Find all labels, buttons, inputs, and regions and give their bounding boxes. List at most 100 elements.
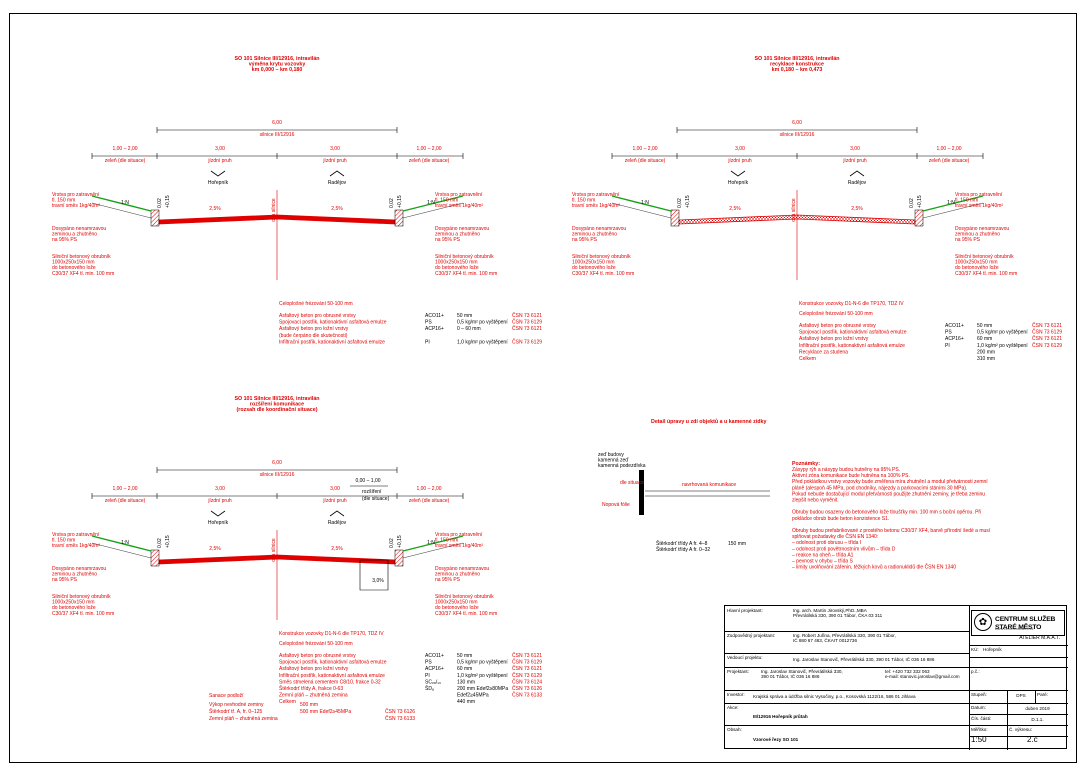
layer-standard: ČSN 73 6129 — [1032, 329, 1062, 336]
dim-label: zeleň (dle situace) — [929, 158, 970, 164]
topsoil-right — [402, 195, 464, 212]
chevron-up-icon — [329, 170, 345, 177]
topsoil-label: travní směs 1kg/40m² — [572, 203, 620, 209]
slope-right-line — [922, 202, 984, 219]
curb-label: C30/37 XF4 tl. min. 100 mm — [435, 611, 497, 617]
layer-thickness: 60 mm — [457, 666, 472, 672]
curb-label: C30/37 XF4 tl. min. 100 mm — [52, 611, 114, 617]
height-dim: 0,02 — [909, 198, 915, 208]
layer-standard: ČSN 73 6133 — [512, 692, 542, 699]
subgrade-label: Dosypáno nenamrzavou — [52, 566, 106, 572]
direction-right: Radějov — [848, 180, 867, 186]
topsoil-label: travní směs 1kg/40m² — [435, 203, 483, 209]
note-line: zlepšit nebo vyměnit. — [792, 498, 839, 504]
detail-layer1: Štěrkodrť třídy A fr. 4–8 — [656, 540, 708, 547]
curb-label: C30/37 XF4 tl. min. 100 mm — [52, 271, 114, 277]
section-title: výměna krytu vozovky — [249, 62, 306, 68]
sanace-row: Zemní pláň – zhutněná zemina — [209, 716, 278, 722]
curb-label: Silniční betonový obrubník — [572, 254, 631, 260]
curb-left — [670, 209, 680, 227]
slope-ratio-right: 1:N — [947, 200, 955, 206]
layer-code: SCₒ₈/₁₀ — [425, 679, 441, 685]
slope-right: 2,5% — [851, 206, 863, 212]
topsoil-label: tl. 150 mm — [435, 538, 458, 544]
title-block: Hlavní projektant: Ing. arch. Martin Jir… — [724, 605, 1068, 750]
topsoil-left — [91, 195, 152, 212]
slope-ratio-right: 1:N — [427, 200, 435, 206]
slope-ratio-left: 1:N — [121, 540, 129, 546]
ext-label2: (dle situace) — [362, 496, 390, 502]
note-line: splňovat požadavky dle ČSN EN 1340: — [792, 533, 878, 540]
layer-thickness: 1,0 kg/m² po vyštěpení — [977, 343, 1028, 349]
subgrade-label: zeminou a zhutněno — [435, 572, 480, 578]
layer-thickness: 130 mm — [457, 679, 475, 685]
topsoil-label: Vrstva pro zatravnění — [52, 532, 100, 538]
layer-standard: ČSN 73 6129 — [512, 672, 542, 679]
dim-label: zeleň (dle situace) — [105, 158, 146, 164]
dim-label: zeleň (dle situace) — [105, 498, 146, 504]
direction-right: Radějov — [328, 520, 347, 526]
layer-thickness: 50 mm — [457, 313, 472, 319]
layer-head: Konstrukce vozovky D1-N-6 dle TP170, TDZ… — [279, 631, 384, 637]
direction-left: Hořepník — [208, 520, 229, 526]
subgrade-label: Dosypáno nenamrzavou — [955, 226, 1009, 232]
axis-label: osa silnice — [271, 198, 277, 222]
layer-name: Spojovací postřik, kationaktivní asfalto… — [279, 660, 387, 666]
layer-name: Infiltrační postřik, kationaktivní asfal… — [279, 339, 385, 345]
note-line: pláně (alespoň 45 MPa, pod chodníky, náj… — [792, 485, 967, 491]
layer-name: Asfaltový beton pro obrusné vrstvy — [279, 653, 356, 659]
subgrade-label: zeminou a zhutněno — [52, 232, 97, 238]
slope-right-line — [402, 202, 464, 219]
topsoil-label: Vrstva pro zatravnění — [435, 532, 483, 538]
layer-code: ACP16+ — [425, 666, 444, 672]
curb-label: 1000x250x150 mm — [572, 260, 615, 266]
topsoil-left — [91, 535, 152, 552]
date-value: duben 2019 — [1025, 706, 1050, 711]
wall-label: kamenná podezdívka — [598, 463, 646, 469]
height-dim: 0,02 — [677, 198, 683, 208]
section-title: rozšíření komunikace — [250, 402, 304, 408]
note-line: – odolnost proti povětrnostním vlivům – … — [792, 545, 896, 552]
slope-right-line — [402, 542, 464, 559]
date-label: Datum: — [971, 705, 986, 710]
company-logo: ✿ CENTRUM SLUŽEB STARÉ MĚSTO www.centrum… — [971, 610, 1065, 636]
topsoil-label: tl. 150 mm — [52, 538, 75, 544]
slope-left-line — [91, 202, 152, 219]
dim-value: 1,00 – 2,00 — [416, 146, 441, 152]
curb-left — [150, 209, 160, 227]
dim-value: 3,00 — [330, 486, 340, 492]
scale-label: Měřítko: — [971, 727, 988, 732]
subgrade-label: na 95% PS — [435, 237, 461, 243]
layer-thickness: 0,5 kg/m² po vyštěpení — [457, 320, 508, 326]
milling-label: Celoplošné frézování 50-100 mm — [799, 311, 873, 317]
wall-section — [639, 470, 644, 515]
slope-left: 2,5% — [209, 206, 221, 212]
layer-standard: ČSN 73 6121 — [1032, 335, 1062, 342]
height-dim: +0,15 — [165, 535, 171, 548]
drawing-no-value: 2.c — [1027, 735, 1038, 744]
logo-subtext: www.centrumsluzeb.cz — [995, 627, 1034, 631]
investor-label: Investor: — [727, 692, 745, 697]
sanace-thickness: 500 mm — [300, 702, 318, 708]
subgrade-label: zeminou a zhutněno — [955, 232, 1000, 238]
dim-value: 3,00 — [850, 146, 860, 152]
dim-total: 6,00 — [792, 120, 802, 126]
notes-block: Poznámky:Zásypy rýh a násypy budou hutně… — [792, 461, 991, 571]
curb-label: C30/37 XF4 tl. min. 100 mm — [435, 271, 497, 277]
note-line: – limity uvolňování zářenin, těžkých kov… — [792, 564, 956, 571]
layer-name: Recyklace za studena — [799, 349, 848, 355]
layer-name: Asfaltový beton pro obrusné vrstvy — [279, 313, 356, 319]
investor-value: Krajská správa a údržba silnic Vysočiny,… — [753, 694, 916, 699]
main-designer-value: Ing. arch. Martin Jirovský,PhD.,MBA Přev… — [793, 608, 883, 619]
subgrade-label: Dosypáno nenamrzavou — [52, 226, 106, 232]
direction-right: Radějov — [328, 180, 347, 186]
section-title: km 0,180 – km 0,473 — [772, 67, 823, 73]
obsah-label: Obsah: — [727, 727, 742, 732]
layer-code: ACO11+ — [945, 323, 964, 329]
curb-label: Silniční betonový obrubník — [435, 594, 494, 600]
layer-code: ACP16+ — [425, 326, 444, 332]
curb-label: 1000x250x150 mm — [435, 600, 478, 606]
topsoil-label: Vrstva pro zatravnění — [435, 192, 483, 198]
notes-title: Poznámky: — [792, 461, 820, 467]
